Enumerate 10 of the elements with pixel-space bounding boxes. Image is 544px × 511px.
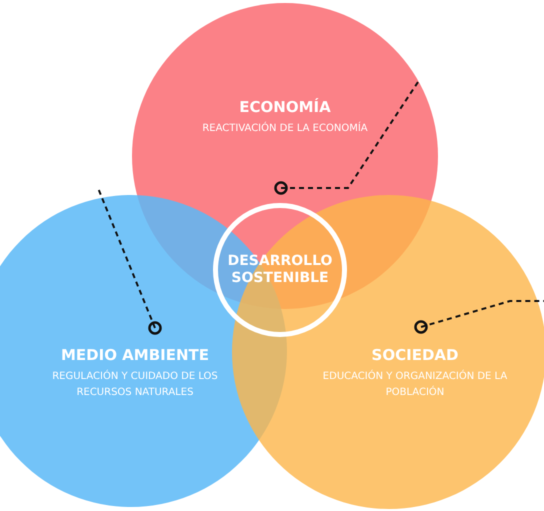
circle-title: SOCIEDAD (370, 346, 460, 364)
circle-title: ECONOMÍA (238, 98, 332, 116)
circle-title: MEDIO AMBIENTE (60, 346, 210, 364)
circle-description: REACTIVACIÓN DE LA ECONOMÍA (201, 121, 369, 136)
center-ring (213, 203, 347, 337)
leader-line (414, 300, 544, 334)
circle-description: EDUCACIÓN Y ORGANIZACIÓN DE LA POBLACIÓN (322, 369, 508, 400)
leader-line (274, 81, 419, 195)
circle-description: REGULACIÓN Y CUIDADO DE LOS RECURSOS NATURALES (51, 369, 219, 400)
leader-line (97, 188, 162, 335)
